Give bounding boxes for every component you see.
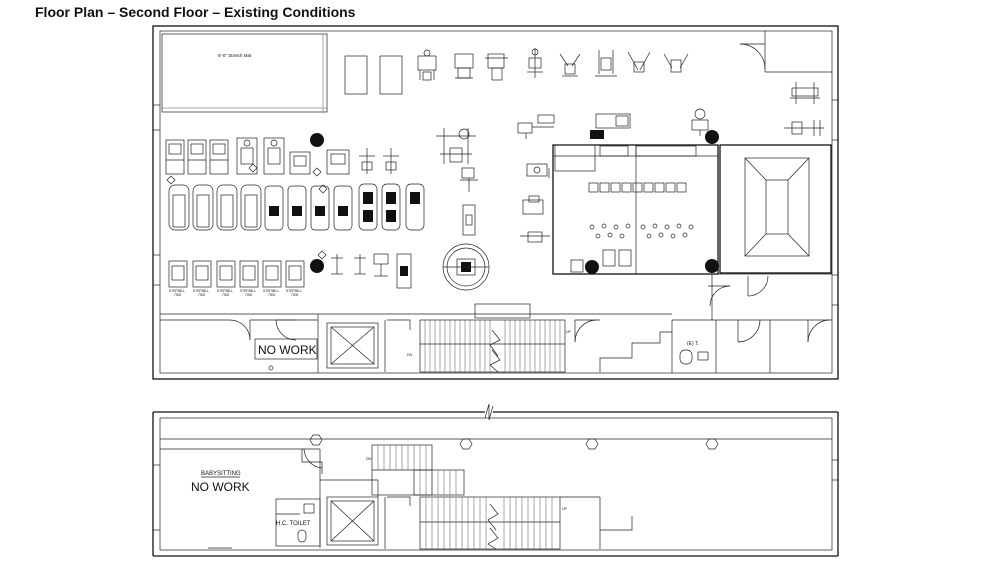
- treadmills-row2: [168, 183, 425, 231]
- lower-elevator: [320, 479, 379, 546]
- strength-machines-mid: [460, 108, 709, 243]
- lower-stairs-upper: [371, 444, 465, 496]
- stepmill-sublabel: 7000: [291, 293, 299, 297]
- upper-floor-outer-wall: [152, 25, 839, 380]
- studio-room: [552, 144, 719, 275]
- stepmill-sublabel: 7000: [245, 293, 253, 297]
- stepmill-sublabel: 7000: [268, 293, 276, 297]
- right-lower-rooms: [671, 273, 832, 373]
- upper-floor: 6'-0" Stretch Mat: [152, 25, 839, 380]
- right-machines: [784, 82, 824, 136]
- stepmill-label: STEPMILL: [217, 289, 233, 293]
- stepmill-sublabel: 7000: [198, 293, 206, 297]
- top-row-machines: [417, 48, 689, 81]
- lower-stairs-main: [419, 496, 561, 550]
- upper-window-marks: [153, 99, 838, 306]
- upper-elevator: [326, 322, 379, 369]
- stepmill-label: STEPMILL: [263, 289, 279, 293]
- upper-floor-inner-wall: [159, 30, 833, 374]
- stair-up-label-lower: UP: [562, 507, 568, 511]
- babysitting-label: BABYSITTING: [201, 471, 241, 477]
- structural-columns: [310, 130, 719, 274]
- floor-mat: [379, 55, 403, 95]
- babysitting-room: [160, 448, 323, 549]
- lower-corridor: [160, 303, 672, 373]
- pyramid-room: [719, 144, 832, 274]
- existing-toilet-label: (E) T.: [687, 341, 699, 347]
- stretch-mat-label: 6'-0" Stretch Mat: [218, 53, 252, 58]
- stepmill-label: STEPMILL: [240, 289, 256, 293]
- top-right-door: [739, 31, 832, 73]
- no-work-label-lower: NO WORK: [191, 480, 250, 494]
- upper-stairs: [419, 319, 566, 373]
- cable-crossover: [436, 128, 476, 164]
- stepmill-sublabel: 7000: [174, 293, 182, 297]
- page-title: Floor Plan – Second Floor – Existing Con…: [35, 4, 356, 20]
- stair-dn-label-lower: DN: [366, 457, 372, 461]
- no-work-label-upper: NO WORK: [258, 343, 317, 357]
- stepmill-sublabel: 7000: [222, 293, 230, 297]
- black-plate: [590, 130, 604, 139]
- cardio-machines-row1: [165, 137, 399, 175]
- bottom-stepped-wall: [574, 319, 672, 372]
- stepmill-label: STEPMILL: [193, 289, 209, 293]
- ceiling-lights: [309, 434, 719, 450]
- stepmill-row: STEPMILL STEPMILL STEPMILL STEPMILL STEP…: [168, 260, 305, 297]
- stair-up-label: UP: [566, 330, 572, 334]
- lower-floor: BABYSITTING NO WORK H.C. TOILET: [152, 403, 839, 557]
- stair-dn-label: DN: [407, 353, 413, 357]
- stepmill-label: STEPMILL: [286, 289, 302, 293]
- floor-mat: [344, 55, 368, 95]
- hc-toilet-label: H.C. TOILET: [276, 521, 311, 527]
- bikes-row: [331, 253, 412, 289]
- lower-window-marks: [153, 459, 838, 531]
- lower-inner-wall: [159, 417, 833, 551]
- circular-rack: [442, 243, 490, 291]
- diamond-markers: [166, 163, 328, 260]
- stepmill-label: STEPMILL: [169, 289, 185, 293]
- no-work-room-box: [254, 338, 318, 360]
- stretch-mat-area: [161, 33, 328, 113]
- hc-toilet-room: [275, 498, 321, 547]
